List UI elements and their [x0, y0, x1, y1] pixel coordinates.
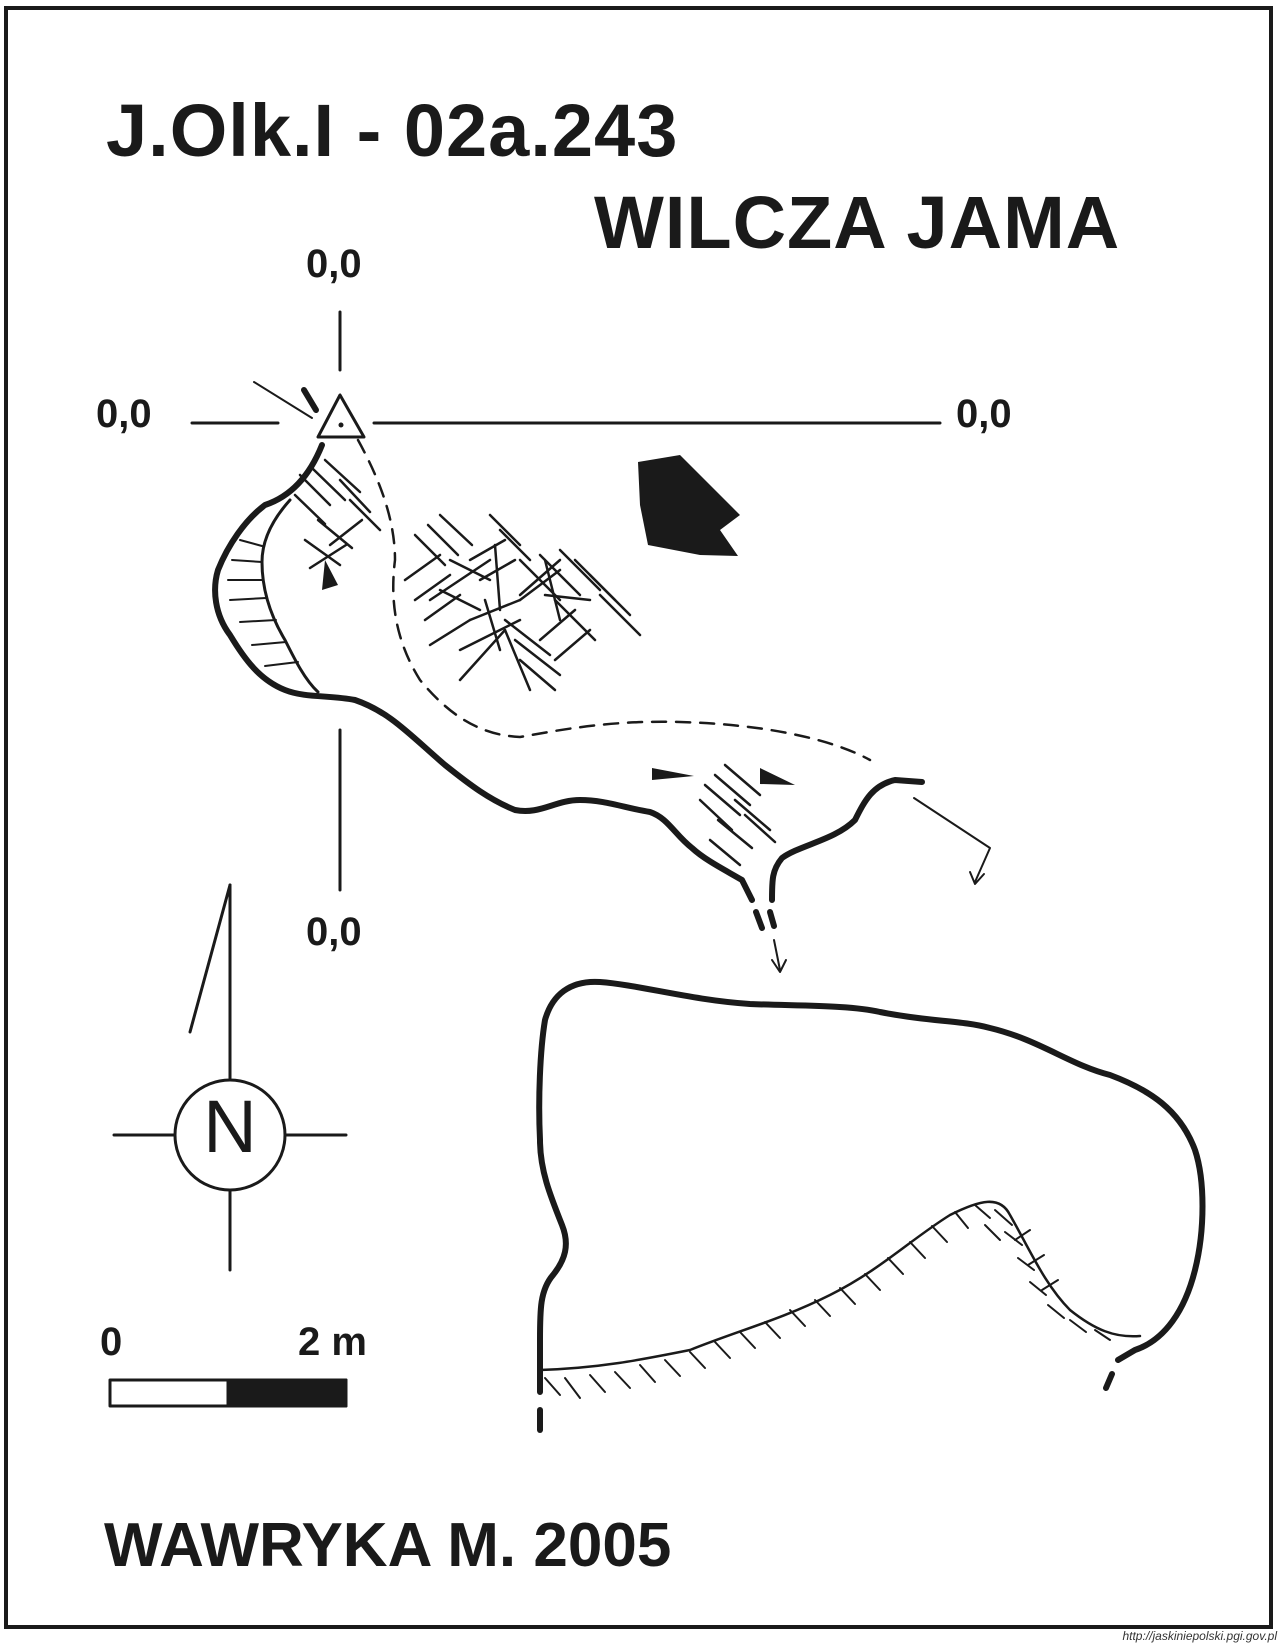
lower-chamber-wall [536, 978, 1206, 1395]
dripline-dashed [356, 438, 872, 762]
source-url: http://jaskiniepolski.pgi.gov.pl [1122, 1629, 1277, 1643]
author-credit: WAWRYKA M. 2005 [104, 1511, 672, 1580]
cave-code-title: J.Olk.I - 02a.243 [106, 89, 679, 172]
datum-triangle-icon [253, 381, 366, 439]
scale-end-label: 2 m [298, 1320, 367, 1364]
sediment-slope-line [538, 1200, 1142, 1372]
slope-mark-icon [322, 560, 338, 590]
continuation-arrow-icon [773, 939, 781, 971]
coord-label-right: 0,0 [956, 392, 1012, 436]
coordinate-crosshair [190, 310, 942, 892]
scale-bar [108, 1378, 348, 1408]
cave-name-title: WILCZA JAMA [594, 181, 1121, 264]
slope-mark-icon [652, 768, 694, 780]
continuation-arrow-icon [913, 797, 991, 883]
map-frame [4, 6, 1273, 1629]
north-letter: N [203, 1085, 257, 1168]
rubble-hatch [293, 458, 642, 692]
rubble-hatch-lower [698, 763, 777, 867]
coord-label-bottom: 0,0 [306, 910, 362, 954]
sediment-hatch [544, 1204, 1111, 1399]
scale-start-label: 0 [100, 1320, 123, 1364]
upper-passage-wall [212, 442, 925, 903]
wall-hatch [227, 539, 299, 667]
coord-label-left: 0,0 [96, 392, 152, 436]
coord-label-top: 0,0 [306, 242, 362, 286]
slope-mark-icon [760, 768, 795, 785]
passage-gap-dash [767, 909, 777, 929]
passage-gap-dash [753, 909, 765, 931]
entrance-direction-arrow-icon [638, 455, 740, 556]
north-arrow-icon [112, 883, 348, 1272]
